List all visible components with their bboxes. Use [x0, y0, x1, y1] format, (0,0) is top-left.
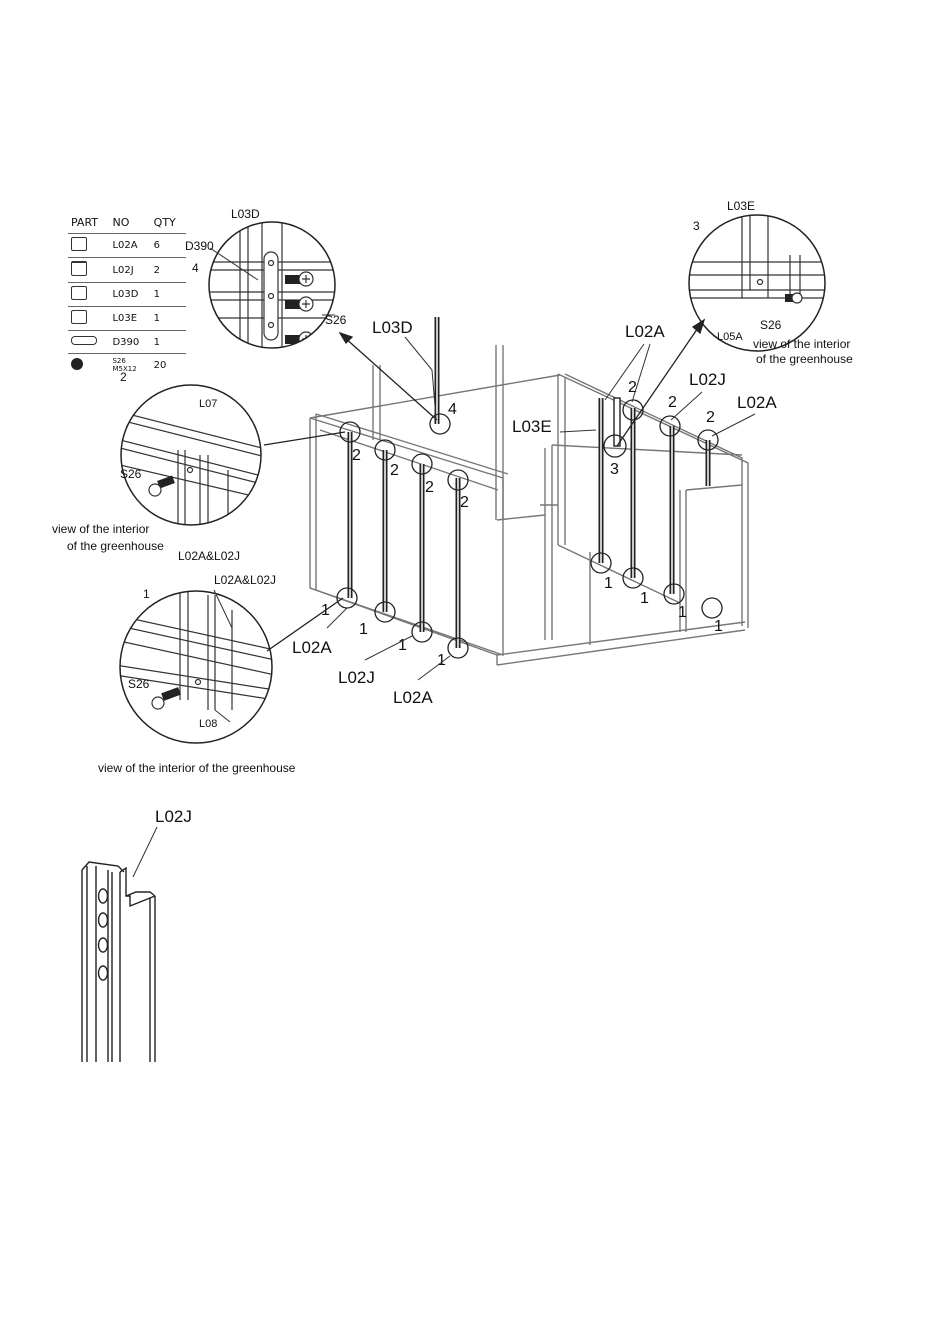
profile-label-l02j: L02J — [155, 807, 192, 826]
part-qty: 1 — [150, 306, 186, 331]
step-number: 1 — [437, 652, 446, 669]
detail-label-l03e: L03E — [727, 199, 755, 213]
part-qty: 6 — [150, 233, 186, 258]
table-note: 2 — [120, 370, 127, 384]
step-number: 2 — [460, 494, 469, 511]
detail-label-l02a-l02j: L02A&L02J — [178, 549, 240, 563]
parts-table-header-part: PART — [71, 216, 99, 229]
step-number: 1 — [359, 621, 368, 638]
connector-d390-icon — [71, 336, 97, 345]
parts-table-row: L02J 2 — [68, 257, 186, 283]
detail-label-s26: S26 — [325, 313, 347, 327]
part-no: D390 — [109, 330, 151, 354]
label-l02j: L02J — [689, 370, 726, 389]
detail-label-d390: D390 — [185, 239, 214, 253]
installed-profiles — [347, 317, 711, 648]
parts-table-header-no: NO — [112, 216, 130, 229]
part-no-size: M5X12 — [112, 365, 137, 373]
profile-l03d-icon — [71, 286, 87, 300]
detail-label-s26: S26 — [760, 318, 782, 332]
step-number: 4 — [448, 401, 457, 418]
part-qty: 20 — [150, 353, 186, 376]
step-number: 1 — [604, 575, 613, 592]
detail-label-s26: S26 — [120, 467, 142, 481]
step-number: 1 — [398, 637, 407, 654]
detail-caption: of the greenhouse — [67, 539, 164, 553]
detail-caption: view of the interior of the greenhouse — [98, 761, 296, 775]
detail-caption: view of the interior — [753, 337, 850, 351]
step-number: 1 — [714, 618, 723, 635]
part-no: L03D — [109, 282, 151, 307]
step-number: 2 — [352, 447, 361, 464]
detail-l07: L07 S26 L02A&L02J view of the interior o… — [52, 384, 262, 563]
part-qty: 2 — [150, 257, 186, 283]
label-l02a: L02A — [292, 638, 332, 657]
main-callouts: L03D L03E L02A L02J L02A L02A L02J L02A — [263, 318, 777, 707]
step-number: 2 — [668, 394, 677, 411]
part-no: S26 — [112, 357, 126, 365]
part-qty: 1 — [150, 330, 186, 354]
detail-l03d-d390: L03D D390 4 S26 — [185, 207, 347, 349]
parts-table-row: L03E 1 — [68, 306, 186, 331]
part-no: L02A — [109, 233, 151, 258]
profile-l02j-detail: L02J — [81, 807, 192, 1062]
detail-label-l08: L08 — [199, 718, 217, 730]
detail-label-l07: L07 — [199, 398, 217, 410]
parts-table-row: D390 1 — [68, 330, 186, 354]
detail-label-l02a-l02j: L02A&L02J — [214, 573, 276, 587]
part-no: L03E — [109, 306, 151, 331]
detail-l08: 1 L02A&L02J S26 L08 view of the interior… — [98, 573, 296, 775]
parts-table-header-qty: QTY — [153, 216, 176, 229]
screw-icon — [71, 357, 83, 370]
parts-table-row: L03D 1 — [68, 282, 186, 307]
detail-step: 3 — [693, 219, 700, 233]
profile-l02j-icon — [71, 261, 87, 276]
label-l02a: L02A — [393, 688, 433, 707]
profile-l03e-icon — [71, 310, 87, 324]
label-l03e: L03E — [512, 417, 552, 436]
step-number: 1 — [640, 590, 649, 607]
parts-table-row: L02A 6 — [68, 233, 186, 258]
label-l02a: L02A — [625, 322, 665, 341]
step-number: 3 — [610, 461, 619, 478]
detail-label-l03d: L03D — [231, 207, 260, 221]
label-l03d: L03D — [372, 318, 413, 337]
detail-l03e-l05a: L03E 3 L05A S26 view of the interior of … — [688, 199, 853, 366]
label-l02a: L02A — [737, 393, 777, 412]
detail-caption: view of the interior — [52, 522, 149, 536]
detail-step: 4 — [192, 261, 199, 275]
step-number: 2 — [706, 409, 715, 426]
part-qty: 1 — [150, 282, 186, 307]
detail-caption: of the greenhouse — [756, 352, 853, 366]
parts-table: PART NO QTY L02A 6 L02J 2 L03D 1 — [68, 214, 186, 376]
greenhouse-frame — [309, 345, 749, 666]
detail-step: 1 — [143, 587, 150, 601]
step-number: 2 — [425, 479, 434, 496]
step-number: 1 — [678, 604, 687, 621]
detail-label-s26: S26 — [128, 677, 150, 691]
part-no: L02J — [109, 257, 151, 283]
step-number: 2 — [390, 462, 399, 479]
detail-label-l05a: L05A — [717, 331, 743, 343]
label-l02j: L02J — [338, 668, 375, 687]
step-number: 2 — [628, 379, 637, 396]
profile-l02a-icon — [71, 237, 87, 251]
